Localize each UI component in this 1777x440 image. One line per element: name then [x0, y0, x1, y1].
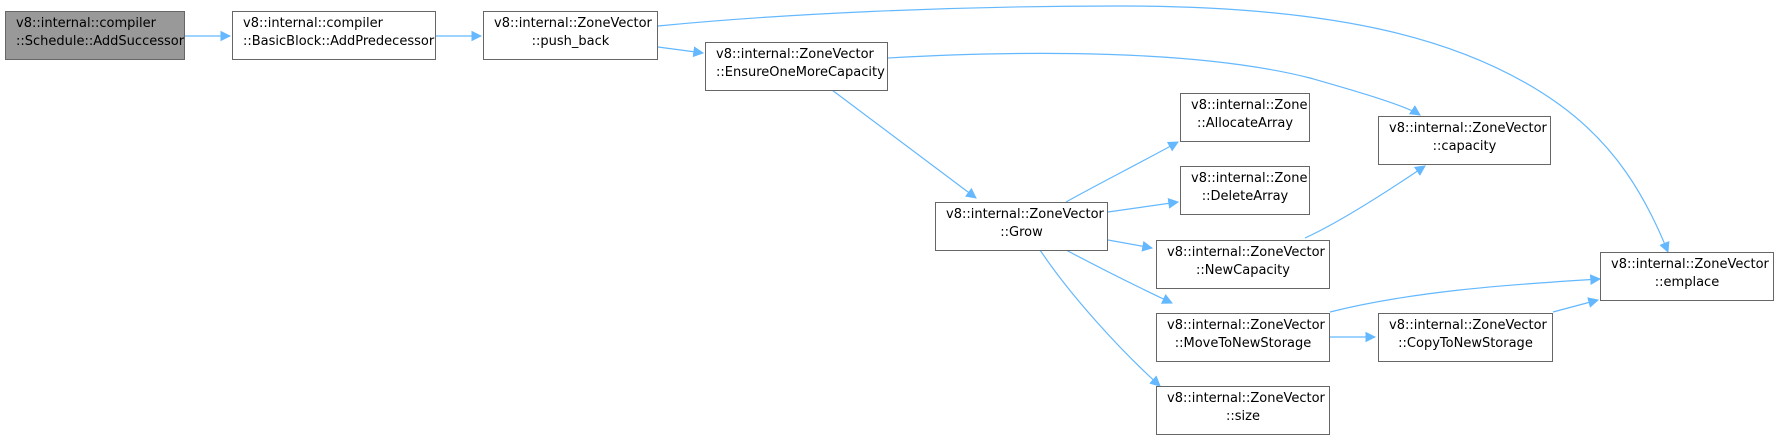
node-line2: ::Grow: [1000, 225, 1043, 240]
edge-copytonew-emplace: [1552, 297, 1600, 313]
node-line2: ::NewCapacity: [1196, 263, 1290, 278]
edge-ensure-capacity: [887, 52, 1421, 116]
edge-movetonew-emplace: [1329, 274, 1602, 313]
edge-pushback-ensure: [657, 46, 705, 58]
node-schedule-add-successor[interactable]: v8::internal::compiler ::Schedule::AddSu…: [5, 11, 185, 60]
edge-ensure-grow: [831, 89, 977, 199]
node-line1: v8::internal::compiler: [243, 16, 383, 31]
node-line1: v8::internal::ZoneVector: [1167, 318, 1325, 333]
node-line2: ::push_back: [531, 34, 610, 49]
node-zonevector-capacity[interactable]: v8::internal::ZoneVector ::capacity: [1378, 116, 1551, 165]
node-line1: v8::internal::ZoneVector: [1389, 318, 1547, 333]
node-line2: ::emplace: [1654, 275, 1720, 290]
node-line1: v8::internal::ZoneVector: [946, 207, 1104, 222]
edge-grow-movetonew: [1065, 249, 1173, 304]
edge-pushback-emplace: [657, 5, 1670, 254]
edge-grow-newcapacity: [1107, 239, 1154, 252]
node-zonevector-emplace[interactable]: v8::internal::ZoneVector ::emplace: [1600, 252, 1774, 301]
edge-newcapacity-capacity: [1304, 165, 1426, 239]
node-line2: ::Schedule::AddSuccessor: [16, 34, 185, 49]
node-basicblock-add-predecessor[interactable]: v8::internal::compiler ::BasicBlock::Add…: [232, 11, 436, 60]
node-line2: ::BasicBlock::AddPredecessor: [243, 34, 435, 49]
node-line1: v8::internal::ZoneVector: [1389, 121, 1547, 136]
node-line1: v8::internal::compiler: [16, 16, 156, 31]
node-line1: v8::internal::ZoneVector: [1167, 391, 1325, 406]
node-zonevector-size[interactable]: v8::internal::ZoneVector ::size: [1156, 386, 1330, 435]
edge-grow-size: [1039, 249, 1161, 387]
node-line1: v8::internal::ZoneVector: [1167, 245, 1325, 260]
node-zonevector-new-capacity[interactable]: v8::internal::ZoneVector ::NewCapacity: [1156, 240, 1330, 289]
node-zonevector-copy-to-new-storage[interactable]: v8::internal::ZoneVector ::CopyToNewStor…: [1378, 313, 1553, 362]
node-line2: ::size: [1226, 409, 1260, 424]
node-zone-delete-array[interactable]: v8::internal::Zone ::DeleteArray: [1180, 166, 1310, 215]
node-line1: v8::internal::ZoneVector: [716, 47, 874, 62]
node-line2: ::capacity: [1432, 139, 1497, 154]
node-line1: v8::internal::Zone: [1191, 171, 1308, 186]
node-zonevector-grow[interactable]: v8::internal::ZoneVector ::Grow: [935, 202, 1108, 251]
node-zonevector-push-back[interactable]: v8::internal::ZoneVector ::push_back: [483, 11, 658, 60]
node-zonevector-move-to-new-storage[interactable]: v8::internal::ZoneVector ::MoveToNewStor…: [1156, 313, 1330, 362]
node-line2: ::MoveToNewStorage: [1174, 336, 1312, 351]
node-line1: v8::internal::ZoneVector: [494, 16, 652, 31]
node-line2: ::CopyToNewStorage: [1398, 336, 1533, 351]
node-line2: ::DeleteArray: [1201, 189, 1289, 204]
node-line1: v8::internal::ZoneVector: [1611, 257, 1769, 272]
edge-grow-delete: [1107, 198, 1180, 213]
node-zone-allocate-array[interactable]: v8::internal::Zone ::AllocateArray: [1180, 93, 1310, 142]
node-zonevector-ensure-one-more-capacity[interactable]: v8::internal::ZoneVector ::EnsureOneMore…: [705, 42, 888, 91]
node-line2: ::EnsureOneMoreCapacity: [716, 65, 885, 80]
edge-grow-allocate: [1065, 141, 1179, 203]
node-line1: v8::internal::Zone: [1191, 98, 1308, 113]
node-line2: ::AllocateArray: [1196, 116, 1294, 131]
